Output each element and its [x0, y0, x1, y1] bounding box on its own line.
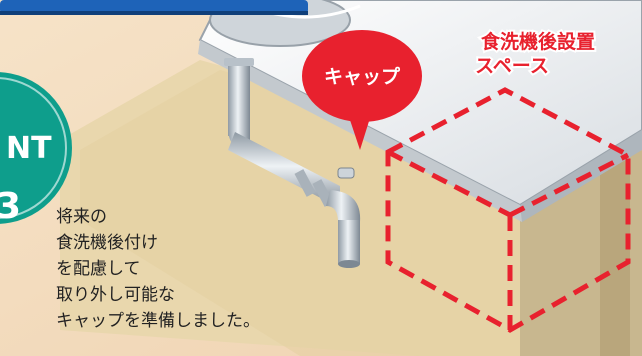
note-line-1: 将来の	[56, 207, 107, 227]
pipe-joint-top	[224, 58, 254, 66]
dishwasher-space-outline	[385, 87, 631, 333]
pipe-ring-1	[294, 169, 316, 197]
note-line-3: を配慮して	[56, 259, 141, 279]
point-badge-ring	[0, 77, 67, 219]
cap-callout-label: キャップ	[324, 65, 401, 88]
header-banner	[0, 0, 308, 14]
pipe-cap-icon	[337, 167, 355, 179]
callout-bubble	[302, 30, 422, 122]
pipe-vertical-lower	[338, 220, 360, 264]
note-text: 将来の 食洗機後付け を配慮して 取り外し可能な キャップを準備しました。	[56, 204, 336, 334]
space-label-line2: スペース	[475, 55, 549, 77]
note-line-2: 食洗機後付け	[56, 233, 158, 253]
counter-edge	[520, 130, 642, 222]
pipe-elbow-2	[326, 190, 361, 222]
callout-tail	[350, 118, 370, 150]
cabinet-edge	[600, 158, 630, 356]
pipe-vertical-upper	[228, 60, 250, 136]
note-line-4: 取り外し可能な	[56, 285, 175, 305]
space-label-line1: 食洗機後設置	[481, 30, 595, 53]
badge-number: 3	[0, 186, 21, 227]
badge-text: NT	[6, 131, 52, 166]
pipe-bottom	[338, 260, 360, 268]
header-banner-shadow	[0, 11, 308, 15]
note-line-5: キャップを準備しました。	[56, 311, 260, 331]
